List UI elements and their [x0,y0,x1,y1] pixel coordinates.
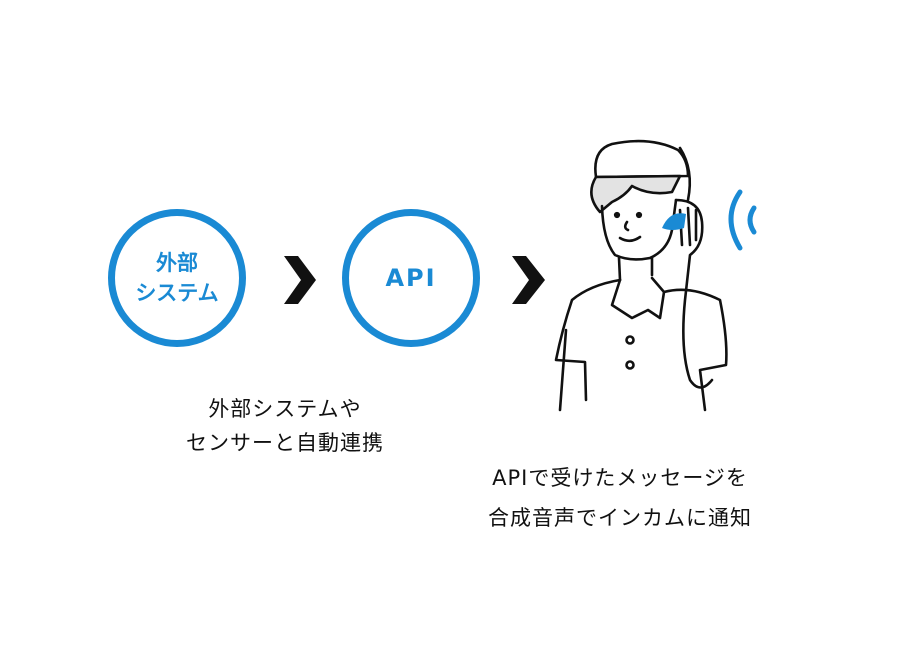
api-node: API [342,209,480,347]
node-label-line1: 外部 [156,251,198,275]
operator-with-headset-illustration [554,139,728,412]
external-system-node: 外部 システム [108,209,246,347]
caption-line2: 合成音声でインカムに通知 [488,506,752,530]
caption-integration: 外部システムや センサーと自動連携 [135,392,435,460]
node-label: API [385,264,437,292]
node-label-line2: システム [135,281,219,305]
chevron-right-icon [512,256,545,304]
sound-wave-icon [728,189,757,251]
caption-line1: 外部システムや [208,397,362,421]
caption-line1: APIで受けたメッセージを [492,466,748,490]
caption-notification: APIで受けたメッセージを 合成音声でインカムに通知 [440,458,800,538]
caption-line2: センサーと自動連携 [186,431,384,455]
chevron-right-icon [284,256,316,304]
earpiece [662,213,686,230]
